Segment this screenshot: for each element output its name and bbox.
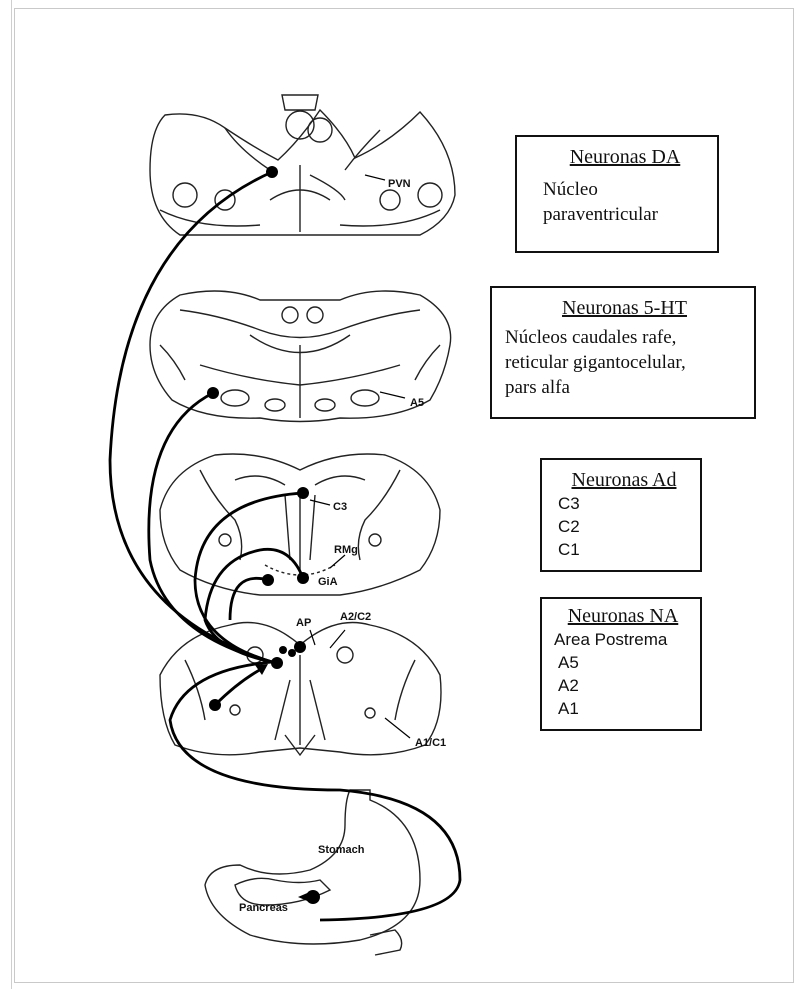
box-5ht-line-3: pars alfa [505, 375, 744, 400]
box-da-line-2: paraventricular [543, 202, 707, 227]
box-5ht-neurons: Neuronas 5-HT Núcleos caudales rafe, ret… [490, 286, 756, 419]
projection-pvn [110, 172, 272, 662]
box-da-line-1: Núcleo [543, 177, 707, 202]
box-na-line-1: Area Postrema [554, 628, 692, 651]
box-na-line-4: A1 [554, 697, 692, 720]
box-5ht-line-1: Núcleos caudales rafe, [505, 325, 744, 350]
leader-c3 [310, 500, 330, 505]
label-pancreas: Pancreas [239, 902, 288, 914]
box-da-title: Neuronas DA [543, 145, 707, 169]
neuron-a5 [207, 387, 219, 399]
box-ad-neurons: Neuronas Ad C3 C2 C1 [540, 458, 702, 572]
neuron-ap-4 [271, 657, 283, 669]
box-ad-title: Neuronas Ad [558, 468, 690, 492]
neuron-pancreas [306, 890, 320, 904]
leader-a2c2 [330, 630, 345, 648]
label-a5: A5 [410, 397, 424, 409]
label-a1c1: A1/C1 [415, 737, 446, 749]
projection-gia-b [230, 578, 268, 620]
label-pvn: PVN [388, 178, 411, 190]
box-5ht-line-2: reticular gigantocelular, [505, 350, 744, 375]
leader-pvn [365, 175, 385, 180]
neuron-a1 [209, 699, 221, 711]
projection-gia [205, 549, 303, 662]
label-ap: AP [296, 617, 311, 629]
neuron-ap-1 [279, 646, 287, 654]
arrowhead-a1 [255, 664, 268, 675]
box-na-line-3: A2 [554, 674, 692, 697]
box-ad-line-1: C3 [558, 492, 690, 515]
box-ad-line-3: C1 [558, 538, 690, 561]
label-a2c2: A2/C2 [340, 611, 371, 623]
leader-a5 [380, 392, 405, 398]
box-na-title: Neuronas NA [554, 604, 692, 628]
box-na-line-2: A5 [554, 651, 692, 674]
neuron-pvn [266, 166, 278, 178]
label-rmg: RMg [334, 544, 358, 556]
box-na-neurons: Neuronas NA Area Postrema A5 A2 A1 [540, 597, 702, 731]
section-pons [150, 291, 451, 422]
neuron-c3 [297, 487, 309, 499]
neuron-gia-left [262, 574, 274, 586]
box-da-neurons: Neuronas DA Núcleo paraventricular [515, 135, 719, 253]
neuron-ap-3 [294, 641, 306, 653]
label-stomach: Stomach [318, 844, 365, 856]
section-hypothalamus [150, 95, 455, 235]
leader-rmg [330, 555, 345, 568]
box-ad-line-2: C2 [558, 515, 690, 538]
leader-a1c1 [385, 718, 410, 738]
neuron-ap-2 [288, 649, 296, 657]
stomach-pancreas-drawing [205, 790, 420, 955]
label-c3: C3 [333, 501, 347, 513]
projection-a5 [149, 393, 272, 662]
neuron-gia [297, 572, 309, 584]
label-gia: GiA [318, 576, 338, 588]
box-5ht-title: Neuronas 5-HT [505, 296, 744, 320]
